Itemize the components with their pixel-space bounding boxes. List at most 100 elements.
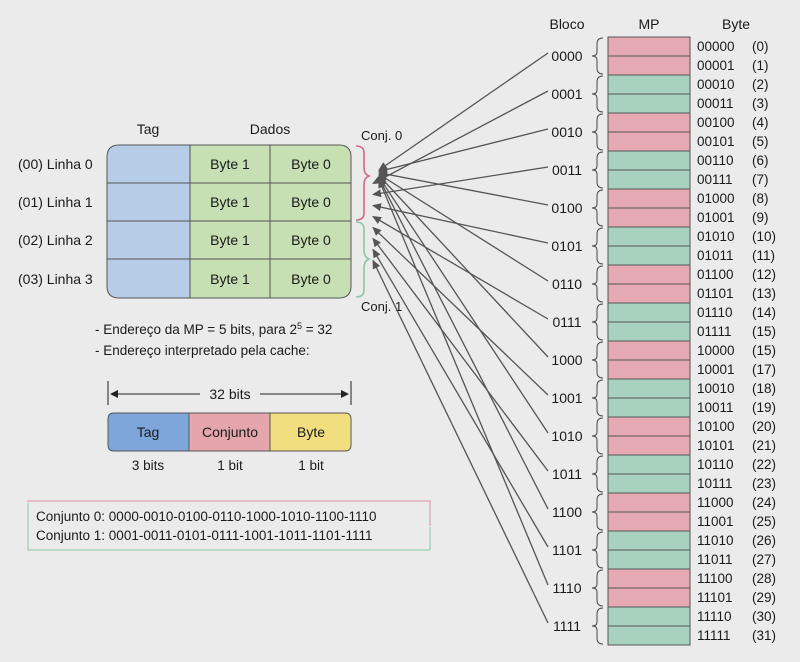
block-label: 0111 xyxy=(552,314,581,330)
block-brace xyxy=(591,303,604,341)
byte-address: 11000 xyxy=(697,495,734,510)
byte-cell: Byte 0 xyxy=(291,232,331,248)
block-label: 1010 xyxy=(551,428,582,444)
byte-field xyxy=(269,412,352,452)
byte-address: 00001 xyxy=(697,58,735,73)
byte-index: (4) xyxy=(752,115,769,130)
byte-address: 11010 xyxy=(697,533,734,548)
block-brace xyxy=(591,379,604,417)
block-label: 0110 xyxy=(552,276,582,292)
mapping-arrow xyxy=(378,174,549,358)
byte-index: (10) xyxy=(752,229,776,244)
byte-field-bits: 1 bit xyxy=(298,458,324,473)
set-membership: Conjunto 0: 0000-0010-0100-0110-1000-101… xyxy=(27,500,431,551)
byte-index: (31) xyxy=(752,628,776,643)
byte-address: 00110 xyxy=(697,153,734,168)
conjunto-field-label: Conjunto xyxy=(202,424,258,440)
tag-field xyxy=(107,412,190,452)
memory-cell xyxy=(607,169,691,190)
byte-address: 10001 xyxy=(697,362,735,377)
byte-index: (23) xyxy=(752,476,776,491)
memory-cell xyxy=(607,473,691,494)
block-braces xyxy=(591,37,604,645)
tag-field-bits: 3 bits xyxy=(132,458,165,473)
memory-cell xyxy=(607,245,691,266)
block-label: 0000 xyxy=(551,48,582,64)
byte-address: 00000 xyxy=(697,39,735,54)
byte-index: (21) xyxy=(752,438,776,453)
block-label: 1101 xyxy=(552,542,582,558)
byte-index: (0) xyxy=(752,39,769,54)
mapping-arrow xyxy=(372,166,549,198)
byte-cell: Byte 1 xyxy=(210,194,250,210)
byte-cell: Byte 1 xyxy=(210,232,250,248)
mp-header: MP xyxy=(639,16,660,32)
byte-address: 10100 xyxy=(697,419,735,434)
memory-cell xyxy=(607,74,691,95)
byte-address: 00010 xyxy=(697,77,735,92)
memory-cell xyxy=(607,359,691,380)
set0-brace xyxy=(355,145,372,221)
mapping-arrows xyxy=(372,52,549,624)
byte-index: (28) xyxy=(752,571,776,586)
byte-cell: Byte 1 xyxy=(210,271,250,287)
byte-index: (15) xyxy=(752,324,776,339)
memory-cell xyxy=(607,131,691,152)
byte-address: 00011 xyxy=(697,96,734,111)
memory-cell xyxy=(607,321,691,342)
memory-cell xyxy=(607,150,691,171)
byte-address: 11101 xyxy=(697,590,733,605)
tag-column-header: Tag xyxy=(137,121,160,137)
memory-cell xyxy=(607,226,691,247)
byte-address: 10010 xyxy=(697,381,735,396)
block-label: 0011 xyxy=(552,162,582,178)
mapping-arrow xyxy=(372,248,549,548)
byte-address: 01001 xyxy=(697,210,735,225)
byte-cell: Byte 0 xyxy=(291,156,331,172)
address-width-label: 32 bits xyxy=(209,386,250,402)
byte-address: 10101 xyxy=(697,438,735,453)
byte-address: 01100 xyxy=(697,267,734,282)
byte-header: Byte xyxy=(722,16,750,32)
block-brace xyxy=(591,417,604,455)
memory-cells xyxy=(607,36,691,646)
byte-index: (5) xyxy=(752,134,769,149)
byte-address: 00101 xyxy=(697,134,735,149)
byte-index: (6) xyxy=(752,153,769,168)
byte-index: (26) xyxy=(752,533,776,548)
line-label: (02) Linha 2 xyxy=(18,232,93,248)
block-label: 1011 xyxy=(552,466,582,482)
byte-address: 10000 xyxy=(697,343,735,358)
main-memory: Bloco MP Byte 00000001001000110100010101… xyxy=(549,16,776,646)
cache-interpretation-note: - Endereço interpretado pela cache: xyxy=(95,343,310,358)
byte-index: (11) xyxy=(752,248,775,263)
byte-index: (18) xyxy=(752,381,776,396)
block-brace xyxy=(591,151,604,189)
byte-address: 10110 xyxy=(697,457,734,472)
mapping-arrow xyxy=(378,52,549,171)
dimension-label-bg xyxy=(200,385,260,403)
tag-field-label: Tag xyxy=(137,424,160,440)
block-brace xyxy=(591,189,604,227)
byte-address: 00111 xyxy=(697,172,733,187)
mapping-arrow xyxy=(372,90,549,185)
memory-cell xyxy=(607,511,691,532)
memory-cell xyxy=(607,492,691,513)
block-brace xyxy=(591,569,604,607)
byte-index: (24) xyxy=(752,495,776,510)
byte-field-label: Byte xyxy=(297,424,325,440)
byte-index: (7) xyxy=(752,172,769,187)
conj0-label: Conj. 0 xyxy=(361,128,402,143)
line-label: (01) Linha 1 xyxy=(18,194,93,210)
block-brace xyxy=(591,455,604,493)
memory-cell xyxy=(607,416,691,437)
block-brace xyxy=(591,113,604,151)
block-label: 1100 xyxy=(552,504,582,520)
block-label: 0001 xyxy=(551,86,582,102)
byte-index: (3) xyxy=(752,96,769,111)
block-label: 1001 xyxy=(551,390,582,406)
memory-cell xyxy=(607,340,691,361)
block-brace xyxy=(591,37,604,75)
